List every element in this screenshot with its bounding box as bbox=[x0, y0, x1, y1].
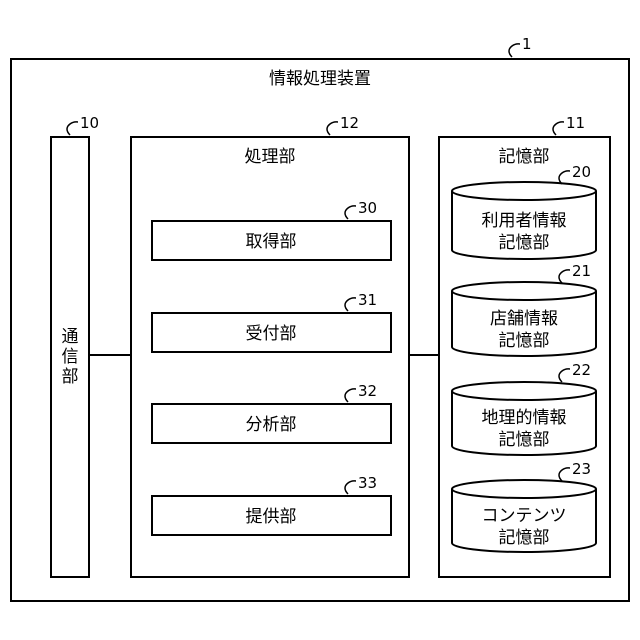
acquisition-unit-label: 取得部 bbox=[246, 232, 297, 252]
storage-ref: 11 bbox=[566, 114, 585, 132]
comm-label-char-3: 部 bbox=[62, 367, 79, 387]
store-info-db: 店舗情報 記憶部 bbox=[452, 282, 596, 356]
content-db-label-line-1: コンテンツ bbox=[482, 506, 567, 526]
user-info-db-label-line-1: 利用者情報 bbox=[482, 211, 567, 231]
device-label: 情報処理装置 bbox=[269, 69, 371, 89]
user-info-db: 利用者情報 記憶部 bbox=[452, 182, 596, 259]
processing-label: 処理部 bbox=[245, 147, 296, 167]
comm-label-char-2: 信 bbox=[62, 347, 79, 367]
store-info-db-label-line-2: 記憶部 bbox=[499, 331, 550, 351]
geographic-info-db-label-line-1: 地理的情報 bbox=[482, 408, 567, 428]
content-db-label-line-2: 記憶部 bbox=[499, 528, 550, 548]
provision-unit-label: 提供部 bbox=[246, 507, 297, 527]
reception-ref: 31 bbox=[358, 291, 377, 309]
device-ref: 1 bbox=[522, 35, 532, 53]
comm-ref: 10 bbox=[80, 114, 99, 132]
provision-ref: 33 bbox=[358, 474, 377, 492]
content-db-ref: 23 bbox=[572, 460, 591, 478]
geographic-info-db-ref: 22 bbox=[572, 361, 591, 379]
reception-unit-label: 受付部 bbox=[246, 324, 297, 344]
analysis-unit-label: 分析部 bbox=[246, 415, 297, 435]
store-info-db-ref: 21 bbox=[572, 262, 591, 280]
storage-label: 記憶部 bbox=[499, 147, 550, 167]
comm-label-char-1: 通 bbox=[62, 327, 79, 347]
content-db: コンテンツ 記憶部 bbox=[452, 480, 596, 552]
acquisition-ref: 30 bbox=[358, 199, 377, 217]
geographic-info-db: 地理的情報 記憶部 bbox=[452, 382, 596, 455]
analysis-ref: 32 bbox=[358, 382, 377, 400]
user-info-db-ref: 20 bbox=[572, 163, 591, 181]
device-ref-leader bbox=[509, 44, 520, 57]
processing-ref: 12 bbox=[340, 114, 359, 132]
user-info-db-label-line-2: 記憶部 bbox=[499, 233, 550, 253]
geographic-info-db-label-line-2: 記憶部 bbox=[499, 430, 550, 450]
store-info-db-label-line-1: 店舗情報 bbox=[490, 309, 558, 329]
